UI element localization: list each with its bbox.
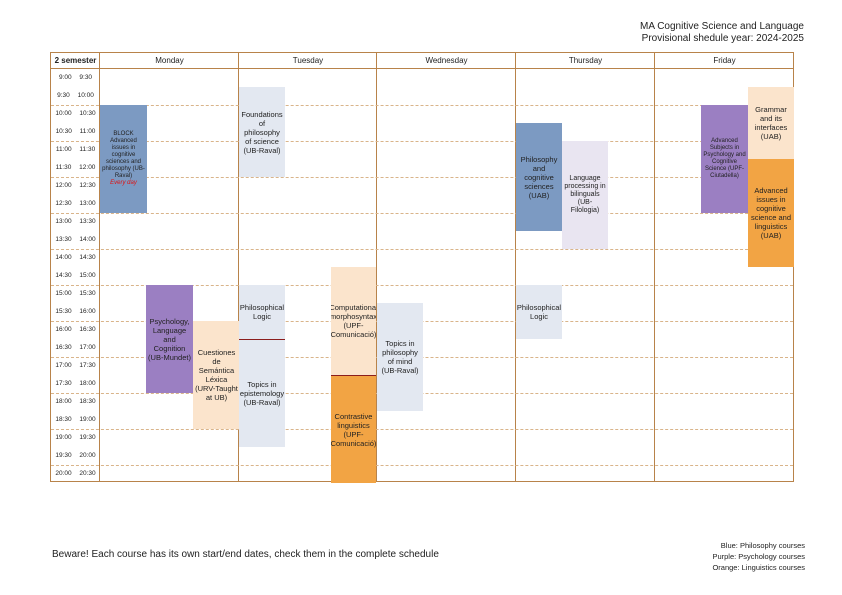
day-header-tuesday: Tuesday [239,53,377,69]
course-note: Every day [110,180,137,186]
color-legend: Blue: Philosophy courses Purple: Psychol… [712,540,805,573]
course-cuestiones-semantica: Cuestiones de Semántica Léxica (URV-Taug… [193,321,240,429]
legend-linguistics: Orange: Linguistics courses [712,563,805,572]
column-divider [515,53,516,481]
semester-label: 2 semester [51,53,100,69]
time-slot: 17:30 18:00 [55,380,96,387]
row-divider [51,249,793,250]
column-divider [99,53,100,481]
course-computational-morphosyntax: Computational morphosyntax (UPF-Comunica… [331,267,376,375]
course-topics-epistemology: Topics in epistemology (UB-Raval) [239,340,285,447]
course-advanced-subjects-psychology: Advanced Subjects in Psychology and Cogn… [701,105,748,213]
time-slot: 19:00 19:30 [55,434,96,441]
time-slot: 9:30 10:00 [57,92,94,99]
time-slot: 12:00 12:30 [55,182,96,189]
course-grammar-interfaces: Grammar and its interfaces (UAB) [748,87,794,159]
row-divider [51,429,793,430]
course-title: Philosophy and cognitive sciences (UAB) [520,154,558,200]
row-divider [51,465,793,466]
time-slot: 10:00 10:30 [55,110,96,117]
column-divider [654,53,655,481]
time-slot: 11:30 12:00 [55,164,96,171]
time-slot: 10:30 11:00 [55,128,96,135]
time-slot: 15:00 15:30 [55,290,96,297]
time-slot: 14:30 15:00 [55,272,96,279]
day-header-wednesday: Wednesday [377,53,516,69]
course-title: Philosophical Logic [239,303,285,321]
row-divider [51,177,793,178]
time-slot: 18:30 19:00 [55,416,96,423]
time-slot: 16:30 17:00 [55,344,96,351]
legend-philosophy: Blue: Philosophy courses [720,541,805,550]
time-slot: 16:00 16:30 [55,326,96,333]
document-title: MA Cognitive Science and Language [639,21,804,32]
course-title: Computational morphosyntax (UPF-Comunica… [331,303,376,339]
course-title: Philosophical Logic [516,303,562,321]
course-contrastive-linguistics: Contrastive linguistics (UPF-Comunicació… [331,376,376,483]
course-advanced-issues-linguistics: Advanced issues in cognitive science and… [748,159,794,267]
column-divider [376,53,377,481]
course-title: BLOCK Advanced issues in cognitive scien… [102,131,145,179]
course-foundations-philosophy-science: Foundations of philosophy of science (UB… [239,87,285,177]
row-divider [51,105,793,106]
course-block-advanced-issues: BLOCK Advanced issues in cognitive scien… [100,105,147,213]
schedule-grid: 2 semester Monday Tuesday Wednesday Thur… [50,52,794,483]
document-header: MA Cognitive Science and Language Provis… [640,21,804,45]
row-divider [51,213,793,214]
time-slot: 12:30 13:00 [55,200,96,207]
session-separator [331,375,376,376]
column-divider [238,53,239,481]
course-title: Contrastive linguistics (UPF-Comunicació… [331,411,376,448]
course-title: Topics in philosophy of mind (UB-Raval) [381,339,419,375]
time-slot: 14:00 14:30 [55,254,96,261]
course-title: Language processing in bilinguals (UB-Fi… [564,175,606,214]
row-divider [51,285,793,286]
time-slot: 17:00 17:30 [55,362,96,369]
time-slot: 13:00 13:30 [55,218,96,225]
session-separator [239,339,285,340]
course-title: Topics in epistemology (UB-Raval) [239,380,285,407]
course-philosophical-logic-thu: Philosophical Logic [516,285,562,339]
footer-note: Beware! Each course has its own start/en… [52,549,439,560]
time-slot: 9:00 9:30 [58,74,93,81]
course-title: Advanced issues in cognitive science and… [750,186,792,240]
course-title: Cuestiones de Semántica Léxica (URV-Taug… [195,348,238,402]
course-philosophy-cognitive-sciences: Philosophy and cognitive sciences (UAB) [516,123,562,231]
legend-psychology: Purple: Psychology courses [712,552,805,561]
course-title: Foundations of philosophy of science (UB… [241,109,283,155]
day-header-monday: Monday [100,53,239,69]
course-psychology-language-cognition: Psychology, Language and Cognition (UB-M… [146,285,193,393]
row-divider [51,141,793,142]
time-slot: 15:30 16:00 [55,308,96,315]
course-philosophical-logic-tue: Philosophical Logic [239,285,285,339]
course-title: Psychology, Language and Cognition (UB-M… [148,316,191,362]
time-slot: 11:00 11:30 [55,146,96,153]
course-topics-philosophy-mind: Topics in philosophy of mind (UB-Raval) [377,303,423,411]
course-title: Grammar and its interfaces (UAB) [754,105,788,141]
time-slot: 20:00 20:30 [55,470,96,477]
time-slot: 13:30 14:00 [55,236,96,243]
course-title: Advanced Subjects in Psychology and Cogn… [703,138,746,179]
course-language-processing-bilinguals: Language processing in bilinguals (UB-Fi… [562,141,608,249]
document-subtitle: Provisional shedule year: 2024-2025 [641,33,804,44]
time-slot: 18:00 18:30 [55,398,96,405]
day-header-thursday: Thursday [516,53,655,69]
day-header-friday: Friday [655,53,794,69]
time-slot: 19:30 20:00 [55,452,96,459]
